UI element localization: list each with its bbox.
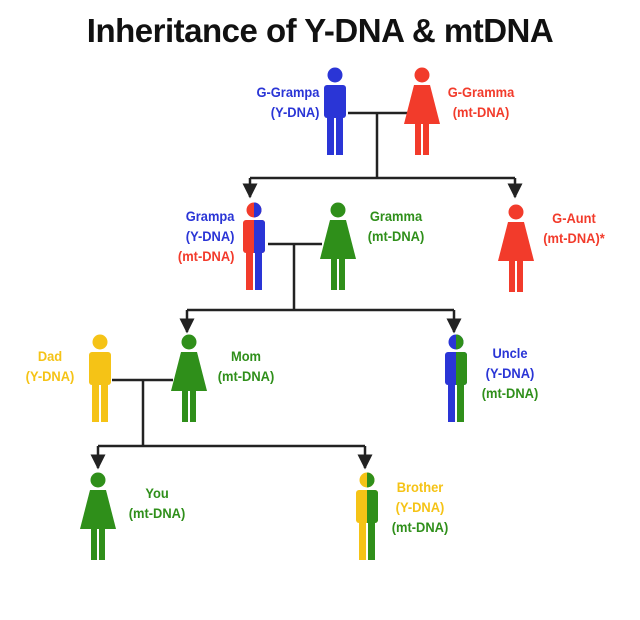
uncle-label: Uncle (Y-DNA) (mt-DNA) — [475, 343, 545, 403]
g-grampa-name: G-Grampa — [256, 84, 319, 100]
uncle-name: Uncle — [492, 345, 528, 361]
grampa-dna-2: (mt-DNA) — [177, 248, 234, 264]
brother-dna-2: (mt-DNA) — [391, 519, 449, 535]
you-dna-1: (mt-DNA) — [128, 505, 186, 521]
uncle-dna-1: (Y-DNA) — [485, 365, 535, 381]
you-figure-icon — [80, 472, 116, 560]
you-label: You (mt-DNA) — [121, 483, 193, 523]
mom-figure-icon — [171, 334, 207, 422]
grampa-label: Grampa (Y-DNA) (mt-DNA) — [177, 206, 234, 266]
diagram-title: Inheritance of Y-DNA & mtDNA — [86, 12, 554, 49]
g-aunt-dna-1: (mt-DNA)* — [543, 230, 605, 246]
dad-dna-1: (Y-DNA) — [25, 368, 75, 384]
brother-figure-icon — [356, 472, 378, 560]
g-aunt-label: G-Aunt (mt-DNA)* — [536, 208, 611, 248]
dad-label: Dad (Y-DNA) — [17, 346, 83, 386]
gramma-dna-1: (mt-DNA) — [367, 228, 425, 244]
gramma-label: Gramma (mt-DNA) — [359, 206, 433, 246]
uncle-figure-icon — [445, 334, 467, 422]
g-gramma-figure-icon — [404, 67, 440, 155]
dad-name: Dad — [37, 348, 63, 364]
mom-dna-1: (mt-DNA) — [217, 368, 275, 384]
mom-name: Mom — [230, 348, 262, 364]
gramma-figure-icon — [320, 202, 356, 290]
grampa-name: Grampa — [185, 208, 234, 224]
grampa-dna-1: (Y-DNA) — [185, 228, 234, 244]
g-aunt-figure-icon — [498, 204, 534, 292]
dad-figure-icon — [89, 334, 111, 422]
g-gramma-name: G-Gramma — [447, 84, 515, 100]
g-grampa-dna-1: (Y-DNA) — [270, 104, 319, 120]
g-gramma-dna-1: (mt-DNA) — [452, 104, 510, 120]
uncle-dna-2: (mt-DNA) — [481, 385, 539, 401]
g-grampa-label: G-Grampa (Y-DNA) — [256, 82, 319, 122]
brother-name: Brother — [396, 479, 444, 495]
g-aunt-name: G-Aunt — [552, 210, 596, 226]
brother-dna-1: (Y-DNA) — [395, 499, 445, 515]
mom-label: Mom (mt-DNA) — [210, 346, 282, 386]
g-grampa-figure-icon — [324, 67, 346, 155]
brother-label: Brother (Y-DNA) (mt-DNA) — [385, 477, 455, 537]
g-gramma-label: G-Gramma (mt-DNA) — [440, 82, 523, 122]
connector-lines — [90, 111, 523, 470]
gramma-name: Gramma — [369, 208, 423, 224]
grampa-figure-icon — [243, 202, 265, 290]
you-name: You — [145, 485, 169, 501]
